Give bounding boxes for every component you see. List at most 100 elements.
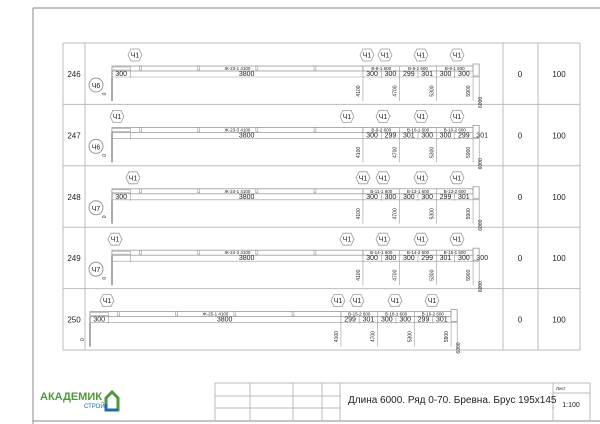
marker-label: Ч1 bbox=[453, 237, 462, 244]
beam-notch bbox=[175, 311, 178, 316]
dimension-value: 299 bbox=[458, 132, 470, 139]
marker-hexagon bbox=[349, 294, 365, 308]
marker-hexagon bbox=[339, 110, 355, 123]
beam-notch bbox=[255, 249, 259, 255]
dimension-value: 299 bbox=[418, 317, 430, 324]
marker-label: Ч1 bbox=[379, 237, 388, 244]
end-block bbox=[472, 63, 480, 77]
marker-hexagon bbox=[387, 294, 403, 308]
beam-label: Ж-24-3 4100 bbox=[224, 250, 250, 255]
dimension-value: 300 bbox=[440, 132, 452, 139]
marker-hexagon bbox=[449, 232, 465, 246]
beam-notch bbox=[255, 65, 259, 71]
marker-hexagon bbox=[355, 171, 371, 185]
beam-tenon bbox=[111, 128, 131, 132]
marker-hexagon bbox=[339, 232, 355, 246]
beam-tenon bbox=[111, 250, 131, 255]
marker-label: Ч1 bbox=[129, 175, 138, 182]
zero-label: 0 bbox=[102, 92, 108, 95]
marker-label: Ч1 bbox=[343, 237, 352, 244]
dimension-value: 300 bbox=[385, 194, 397, 201]
zero-label: 0 bbox=[80, 338, 86, 341]
piece-label: В-11-1 600 bbox=[370, 189, 392, 194]
beam-notch bbox=[139, 249, 142, 255]
title-cell bbox=[341, 384, 552, 420]
dimension-value: 300 bbox=[421, 132, 433, 139]
total-length: 6000 bbox=[478, 281, 484, 292]
piece-label: В-14-1 600 bbox=[370, 250, 393, 255]
row-number: 250 bbox=[67, 316, 81, 325]
scale-cell bbox=[554, 394, 589, 420]
row-number: 247 bbox=[67, 131, 81, 140]
logo-main-text: АКАДЕМИК bbox=[40, 391, 102, 403]
marker-hexagon bbox=[375, 171, 391, 185]
dimension-value: 299 bbox=[385, 132, 397, 139]
mark-label: Ч6 bbox=[92, 144, 101, 151]
marker-label: Ч1 bbox=[103, 298, 112, 305]
dimension-value: 300 bbox=[385, 71, 397, 78]
dimension-value: 300 bbox=[399, 317, 411, 324]
vertical-dimension: 5900 bbox=[466, 85, 472, 96]
logo-house-icon bbox=[104, 389, 120, 412]
dimension-value: 301 bbox=[363, 317, 375, 324]
marker-hexagon bbox=[99, 294, 115, 308]
marker-hexagon bbox=[107, 232, 123, 246]
vertical-dimension: 4700 bbox=[393, 269, 399, 280]
beam-label: Ж-24-1 4100 bbox=[224, 189, 250, 194]
dimension-value: 300 bbox=[93, 317, 105, 324]
logo-sub-text: СТРОЙ bbox=[84, 402, 105, 410]
dimension-value: 299 bbox=[344, 317, 356, 324]
marker-label: Ч1 bbox=[381, 53, 390, 60]
marker-label: Ч1 bbox=[391, 298, 400, 305]
beam-notch bbox=[139, 188, 142, 194]
piece-label: В-9-2 600 bbox=[371, 127, 391, 132]
dimension-value: 301 bbox=[403, 132, 415, 139]
sheet-label: Лист bbox=[556, 386, 566, 391]
beam-notch bbox=[117, 311, 120, 316]
dimension-value: 300 bbox=[115, 194, 127, 201]
piece-label: В-13-1 600 bbox=[407, 189, 430, 194]
marker-label: Ч1 bbox=[113, 114, 122, 121]
beam-label: Ж-23-1 4100 bbox=[224, 66, 250, 71]
beam-notch bbox=[313, 65, 317, 71]
zero-label: 0 bbox=[102, 154, 108, 157]
dimension-value: 301 bbox=[476, 132, 488, 139]
marker-label: Ч1 bbox=[353, 298, 362, 305]
marker-label: Ч1 bbox=[417, 114, 426, 121]
beam-notch bbox=[291, 311, 295, 316]
marker-hexagon bbox=[109, 110, 125, 123]
piece-label: В-16-2 600 bbox=[422, 312, 445, 317]
marker-hexagon bbox=[377, 48, 393, 62]
marker-hexagon bbox=[413, 232, 429, 246]
vertical-dimension: 4100 bbox=[356, 85, 362, 96]
vertical-dimension: 4100 bbox=[334, 331, 340, 342]
col-value-1: 0 bbox=[518, 131, 523, 140]
beam-label: Ж-23-3 4100 bbox=[224, 127, 250, 132]
dimension-value: 300 bbox=[421, 194, 433, 201]
piece-label: В-13-2 600 bbox=[444, 189, 467, 194]
dimension-value: 300 bbox=[366, 132, 378, 139]
beam-notch bbox=[197, 127, 200, 132]
col-value-2: 100 bbox=[552, 254, 566, 263]
marker-label: Ч1 bbox=[417, 53, 426, 60]
beam-notch bbox=[139, 127, 142, 132]
marker-label: Ч1 bbox=[359, 175, 368, 182]
beam-tenon bbox=[89, 312, 109, 316]
dimension-value: 301 bbox=[458, 194, 470, 201]
marker-label: Ч1 bbox=[334, 298, 343, 305]
beam-notch bbox=[139, 65, 142, 71]
dimension-value: 299 bbox=[403, 71, 415, 78]
dimension-value: 3800 bbox=[239, 194, 255, 201]
end-block bbox=[472, 186, 480, 200]
mark-label: Ч7 bbox=[92, 206, 101, 213]
vertical-dimension: 5300 bbox=[429, 269, 435, 280]
marker-hexagon bbox=[125, 171, 141, 185]
vertical-dimension: 4700 bbox=[393, 208, 399, 219]
vertical-dimension: 4700 bbox=[371, 331, 377, 342]
dimension-value: 301 bbox=[436, 317, 448, 324]
col-value-1: 0 bbox=[518, 316, 523, 325]
mark-circle bbox=[88, 261, 104, 277]
mark-circle bbox=[88, 200, 104, 216]
